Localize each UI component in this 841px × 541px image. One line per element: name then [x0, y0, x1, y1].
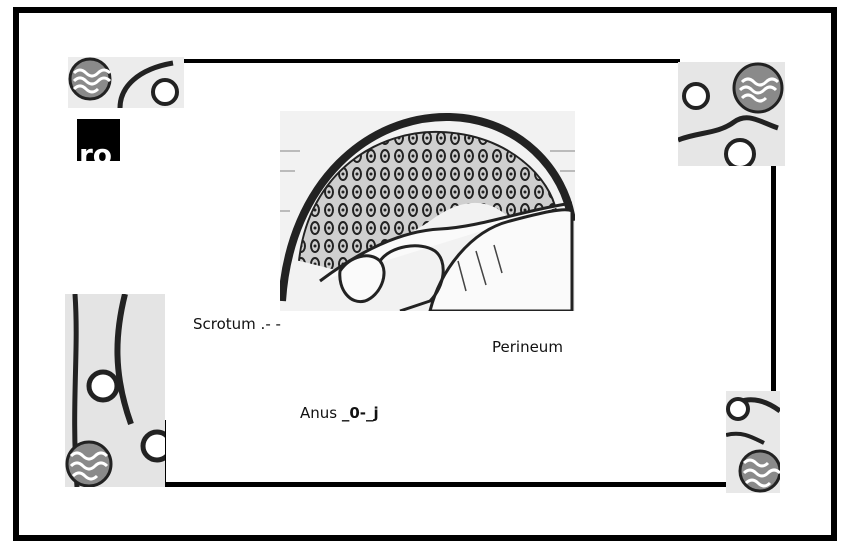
ornament-bottom-left — [65, 294, 165, 487]
ornament-top-right — [678, 62, 785, 166]
ornament-bottom-right — [726, 391, 780, 493]
label-anus: Anus _0-_j — [300, 404, 379, 422]
label-perineum: Perineum — [492, 338, 563, 356]
ornament-top-left — [68, 57, 184, 108]
label-anus-marker: _0-_j — [342, 404, 379, 422]
inner-frame-top — [180, 59, 680, 63]
corner-text-block: ro — [77, 119, 120, 161]
inner-frame-bottom — [163, 482, 729, 487]
label-anus-text: Anus — [300, 404, 337, 422]
corner-text: ro — [79, 141, 112, 161]
label-scrotum: Scrotum .- - — [193, 315, 281, 333]
inner-frame-right — [771, 165, 776, 393]
anatomical-illustration — [280, 111, 575, 311]
